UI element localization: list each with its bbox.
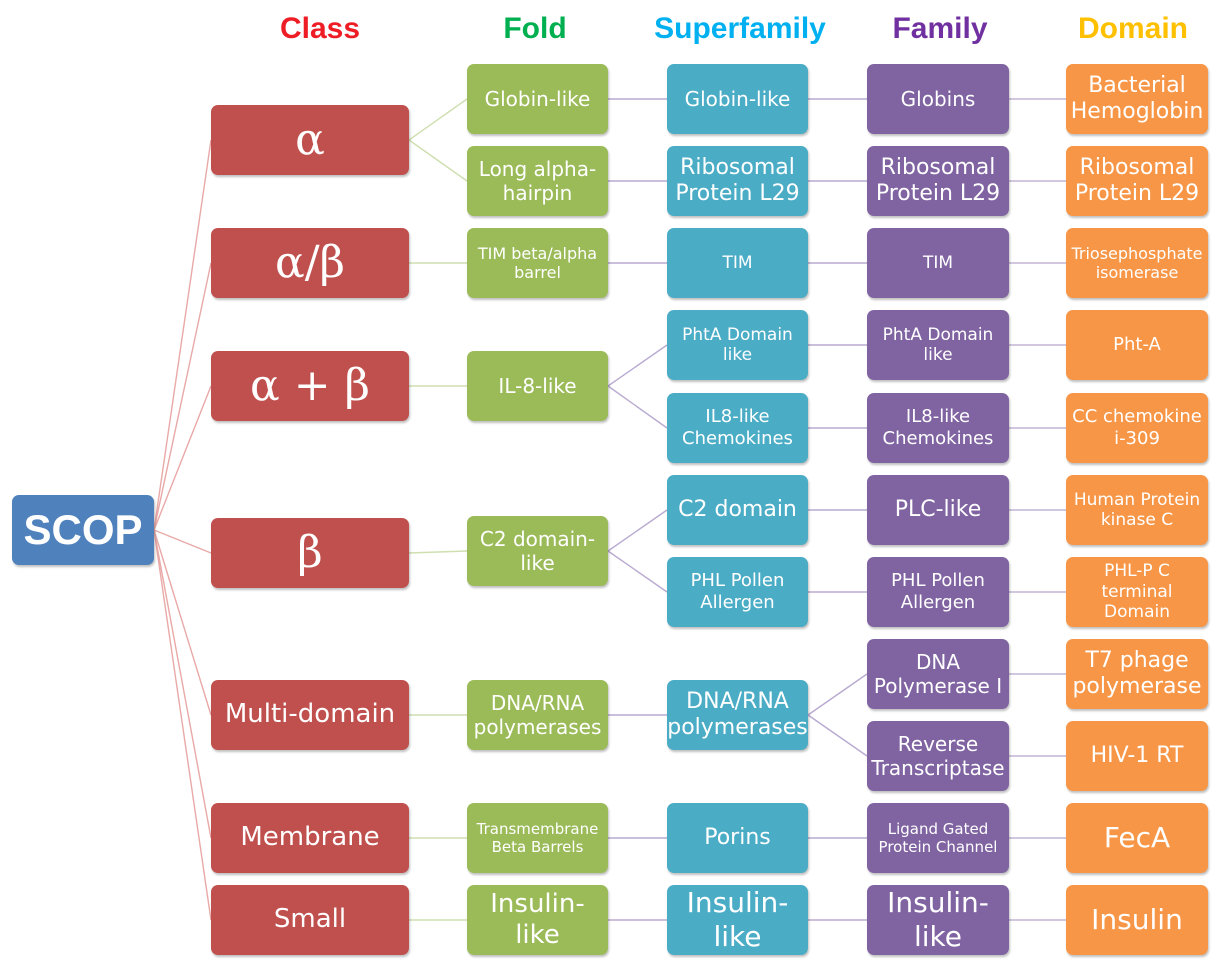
- superfamily-node-porins: Porins: [667, 803, 808, 873]
- class-node-alpha-plus-beta: α + β: [211, 351, 409, 421]
- header-family: Family: [892, 12, 988, 45]
- family-node-phl-pollen-allergen: PHL Pollen Allergen: [867, 557, 1009, 627]
- fold-superfamily-connector: [607, 509, 668, 552]
- root-class-connector: [153, 529, 212, 716]
- class-node-alpha-slash-beta: α/β: [211, 228, 409, 298]
- domain-node-insulin: Insulin: [1066, 885, 1208, 955]
- header-class: Class: [279, 12, 361, 45]
- fold-node-tim-beta-alpha-barrel: TIM beta/alpha barrel: [467, 228, 608, 298]
- superfamily-node-il8-like-chemokines: IL8-like Chemokines: [667, 393, 808, 463]
- fold-node-globin-like: Globin-like: [467, 64, 608, 134]
- superfamily-node-ribosomal-protein-l29: Ribosomal Protein L29: [667, 146, 808, 216]
- fold-node-c2-domain-like: C2 domain-like: [467, 516, 608, 586]
- fold-node-dna-rna-polymerases: DNA/RNA polymerases: [467, 680, 608, 750]
- class-node-alpha: α: [211, 105, 409, 175]
- header-domain: Domain: [1077, 12, 1188, 45]
- domain-node-human-protein-kinase-c: Human Protein kinase C: [1066, 475, 1208, 545]
- superfamily-family-connector: [807, 673, 868, 716]
- root-class-connector: [153, 529, 212, 554]
- family-node-il8-like-chemokines: IL8-like Chemokines: [867, 393, 1009, 463]
- superfamily-node-phta-domain-like: PhtA Domain like: [667, 310, 808, 380]
- family-node-tim: TIM: [867, 228, 1009, 298]
- root-class-connector: [153, 262, 212, 531]
- domain-node-t7-phage-polymerase: T7 phage polymerase: [1066, 639, 1208, 709]
- family-node-ligand-gated-protein-channel: Ligand Gated Protein Channel: [867, 803, 1009, 873]
- family-node-phta-domain-like: PhtA Domain like: [867, 310, 1009, 380]
- fold-superfamily-connector: [607, 344, 668, 387]
- class-fold-connector: [408, 139, 468, 182]
- class-node-beta: β: [211, 518, 409, 588]
- fold-node-insulin-like: Insulin-like: [467, 885, 608, 955]
- superfamily-node-phl-pollen-allergen: PHL Pollen Allergen: [667, 557, 808, 627]
- domain-node-hiv1-rt: HIV-1 RT: [1066, 721, 1208, 791]
- fold-node-il8-like: IL-8-like: [467, 351, 608, 421]
- family-node-dna-polymerase-i: DNA Polymerase I: [867, 639, 1009, 709]
- header-superfamily: Superfamily: [654, 12, 826, 45]
- fold-node-long-alpha-hairpin: Long alpha-hairpin: [467, 146, 608, 216]
- domain-node-ribosomal-protein-l29: Ribosomal Protein L29: [1066, 146, 1208, 216]
- family-node-reverse-transcriptase: Reverse Transcriptase: [867, 721, 1009, 791]
- superfamily-node-tim: TIM: [667, 228, 808, 298]
- domain-node-pht-a: Pht-A: [1066, 310, 1208, 380]
- superfamily-node-globin-like: Globin-like: [667, 64, 808, 134]
- family-node-insulin-like: Insulin-like: [867, 885, 1009, 955]
- domain-node-phl-p-c-terminal-domain: PHL-P C terminal Domain: [1066, 557, 1208, 627]
- class-fold-connector: [408, 98, 468, 141]
- family-node-ribosomal-protein-l29: Ribosomal Protein L29: [867, 146, 1009, 216]
- superfamily-family-connector: [807, 714, 868, 757]
- class-fold-connector: [408, 550, 468, 554]
- header-fold: Fold: [503, 12, 567, 45]
- root-class-connector: [153, 139, 212, 531]
- fold-superfamily-connector: [607, 385, 668, 429]
- superfamily-node-c2-domain: C2 domain: [667, 475, 808, 545]
- domain-node-triosephosphate-isomerase: Triosephosphate isomerase: [1066, 228, 1208, 298]
- superfamily-node-dna-rna-polymerases: DNA/RNA polymerases: [667, 680, 808, 750]
- scop-root-node: SCOP: [12, 495, 154, 565]
- class-node-membrane: Membrane: [211, 803, 409, 873]
- fold-superfamily-connector: [607, 550, 668, 593]
- domain-node-cc-chemokine-i309: CC chemokine i-309: [1066, 393, 1208, 463]
- root-class-connector: [153, 529, 212, 921]
- domain-node-feca: FecA: [1066, 803, 1208, 873]
- fold-node-transmembrane-beta-barrels: Transmembrane Beta Barrels: [467, 803, 608, 873]
- class-node-multi-domain: Multi-domain: [211, 680, 409, 750]
- class-node-small: Small: [211, 885, 409, 955]
- domain-node-bacterial-hemoglobin: Bacterial Hemoglobin: [1066, 64, 1208, 134]
- root-class-connector: [153, 385, 212, 531]
- family-node-plc-like: PLC-like: [867, 475, 1009, 545]
- superfamily-node-insulin-like: Insulin-like: [667, 885, 808, 955]
- family-node-globins: Globins: [867, 64, 1009, 134]
- root-class-connector: [153, 529, 212, 839]
